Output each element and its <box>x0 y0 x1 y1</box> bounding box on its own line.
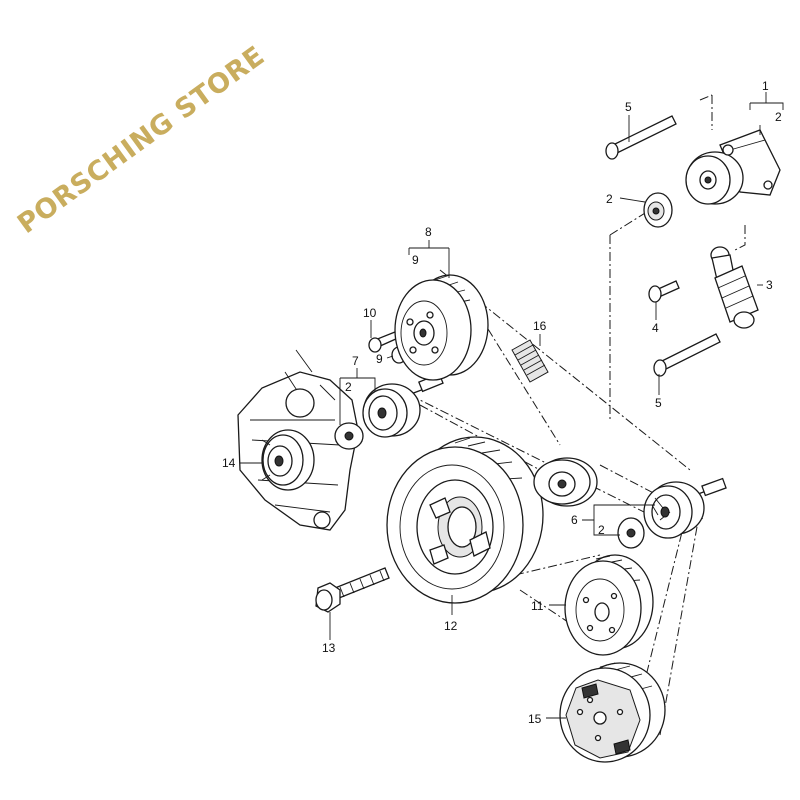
callout-14: 14 <box>222 456 236 470</box>
callout-5-upper: 5 <box>625 100 632 114</box>
callout-5-lower: 5 <box>655 396 662 410</box>
water-pump-pulley <box>564 554 654 656</box>
damper-bolt-short <box>648 280 680 303</box>
callout-1: 1 <box>762 79 769 93</box>
idler-pulley-upper <box>334 373 444 450</box>
upper-pulley <box>394 274 489 381</box>
callout-6: 6 <box>571 513 578 527</box>
idler-pulley-lower <box>533 457 727 549</box>
callout-4: 4 <box>652 321 659 335</box>
belt-tensioner <box>685 129 781 205</box>
callout-2-idler: 2 <box>345 380 352 394</box>
leader-lines <box>240 92 784 719</box>
small-bolt-and-cap <box>368 331 407 364</box>
crankshaft-bolt <box>315 567 390 613</box>
callout-9-upper: 9 <box>412 253 419 267</box>
ac-compressor-pulley <box>559 662 666 763</box>
alternator <box>237 349 359 531</box>
callout-2-washer: 2 <box>606 192 613 206</box>
callout-12: 12 <box>444 619 458 633</box>
crankshaft-pulley <box>386 436 544 604</box>
callout-16: 16 <box>533 319 547 333</box>
callout-2-lower-idler: 2 <box>598 523 605 537</box>
callout-15: 15 <box>528 712 542 726</box>
damper-bolt-long <box>653 333 721 377</box>
callout-10: 10 <box>363 306 377 320</box>
tensioner-washer <box>643 192 673 228</box>
callout-11: 11 <box>531 599 544 613</box>
poly-v-belt-sample <box>511 339 549 383</box>
callout-3: 3 <box>766 278 773 292</box>
callout-8: 8 <box>425 225 432 239</box>
callout-2-tensioner: 2 <box>775 110 782 124</box>
callout-13: 13 <box>322 641 336 655</box>
callout-7: 7 <box>352 354 359 368</box>
tensioner-damper <box>710 246 759 329</box>
callout-numbers: 1 2 5 2 3 4 5 8 9 10 9 16 7 2 14 6 2 11 … <box>222 79 782 726</box>
tensioner-bolt-upper <box>605 115 677 160</box>
callout-9-cap: 9 <box>376 352 383 366</box>
